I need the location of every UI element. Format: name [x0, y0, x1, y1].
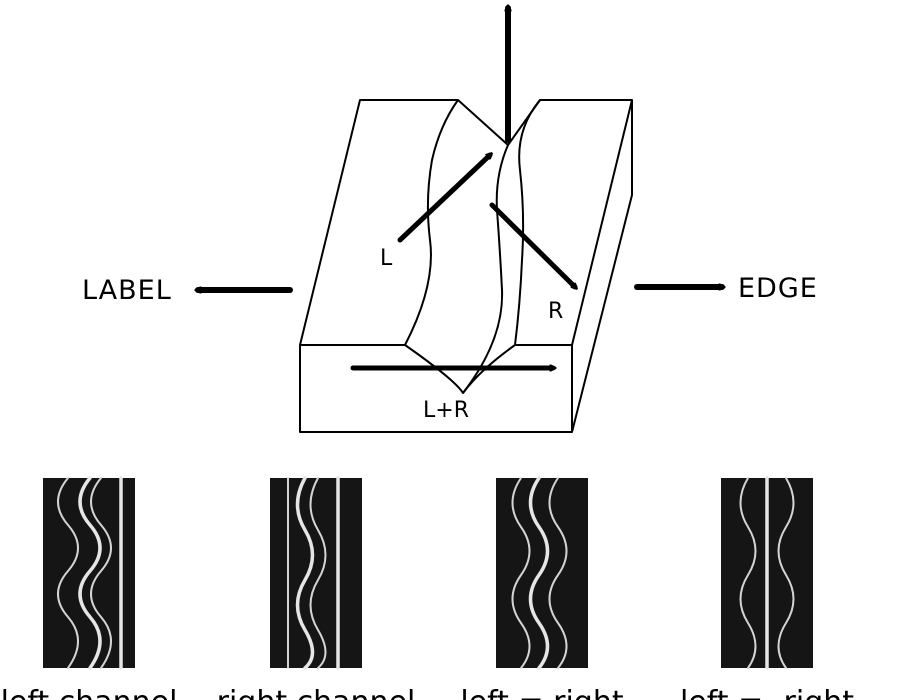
record-panel-equal — [496, 476, 588, 670]
record-panel-right — [270, 476, 362, 670]
block-top-face — [299, 99, 632, 346]
groove-left-wall — [404, 99, 459, 346]
label-direction-text: LABEL — [82, 275, 172, 306]
block-side-face — [571, 99, 633, 433]
r-arrow — [489, 202, 575, 287]
arrows — [198, 8, 722, 368]
sum-label: L+R — [423, 398, 469, 423]
groove-block — [299, 99, 633, 433]
record-caption-equal: left = right — [460, 685, 624, 700]
record-caption-opposite: left = -right — [680, 685, 854, 700]
l-arrow — [397, 155, 490, 243]
groove-right-wall — [514, 99, 541, 346]
record-caption-right: right channel — [217, 685, 416, 700]
record-panel-left — [43, 476, 135, 670]
groove-bottom-line — [462, 144, 509, 394]
edge-direction-text: EDGE — [738, 273, 818, 304]
record-caption-left: left channel — [1, 685, 178, 700]
right-groove-label: R — [548, 299, 563, 324]
record-panel-opposite — [721, 476, 813, 670]
record-panels — [43, 476, 813, 670]
left-groove-label: L — [380, 246, 393, 271]
